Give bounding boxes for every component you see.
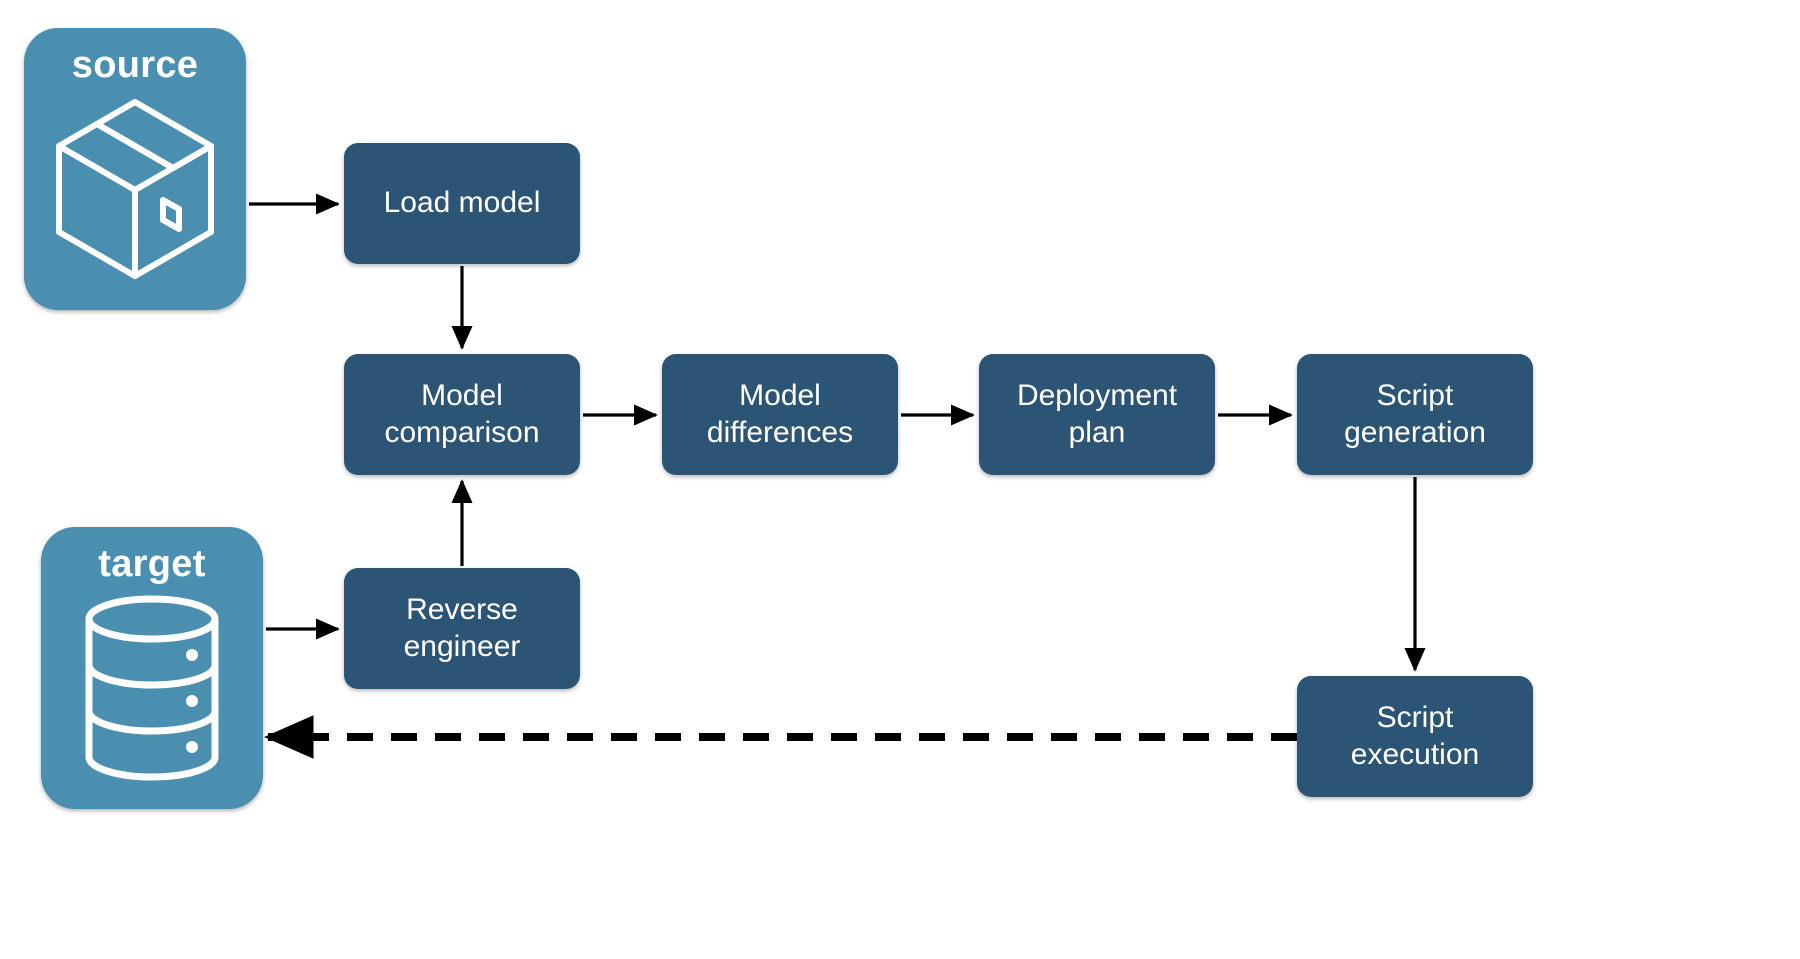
step-deployment-plan[interactable]: Deployment plan — [979, 354, 1215, 475]
endpoint-target-label: target — [98, 543, 206, 585]
step-load-model-label: Load model — [383, 186, 541, 220]
endpoint-source-label: source — [71, 44, 199, 86]
package-box-icon — [34, 84, 236, 294]
step-reverse-engineer[interactable]: Reverse engineer — [344, 568, 580, 689]
database-cylinder-icon — [51, 583, 253, 793]
step-script-execution[interactable]: Script execution — [1297, 676, 1533, 797]
step-load-model[interactable]: Load model — [344, 143, 580, 264]
step-script-execution-label: Script execution — [1350, 700, 1480, 771]
step-model-differences[interactable]: Model differences — [662, 354, 898, 475]
step-model-comparison[interactable]: Model comparison — [344, 354, 580, 475]
endpoint-source[interactable]: source — [24, 28, 246, 310]
endpoint-target[interactable]: target — [41, 527, 263, 809]
step-script-generation[interactable]: Script generation — [1297, 354, 1533, 475]
step-deployment-plan-label: Deployment plan — [1016, 378, 1178, 449]
step-model-differences-label: Model differences — [706, 378, 854, 449]
step-script-generation-label: Script generation — [1344, 378, 1486, 449]
step-model-comparison-label: Model comparison — [384, 378, 540, 449]
step-reverse-engineer-label: Reverse engineer — [403, 592, 521, 663]
